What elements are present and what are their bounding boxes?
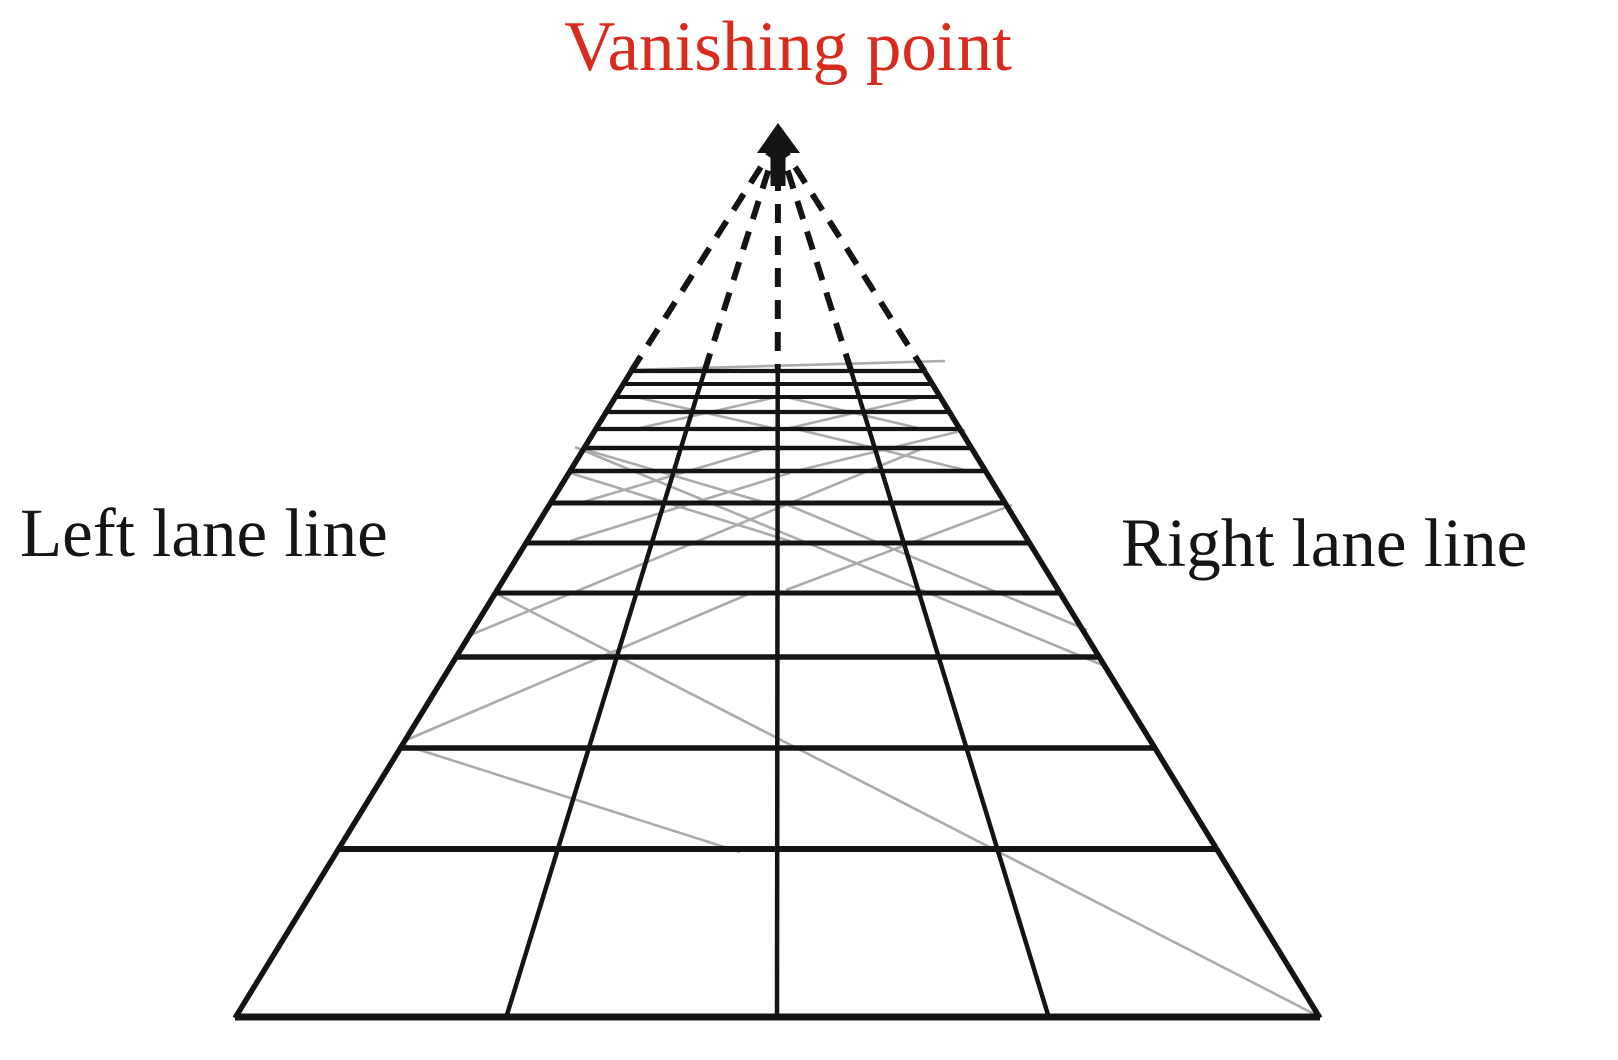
vanishing-point-arrow-icon bbox=[757, 123, 800, 153]
interior-lane-line bbox=[774, 370, 780, 1019]
construction-diagonal-line bbox=[787, 503, 1088, 632]
interior-lane-line bbox=[849, 370, 1052, 1019]
construction-diagonal-line bbox=[494, 591, 1321, 1019]
vanishing-ray-dashed-line bbox=[628, 138, 781, 373]
left-lane-line bbox=[232, 369, 634, 1020]
construction-diagonal-line bbox=[785, 503, 1013, 592]
construction-diagonal-line bbox=[569, 471, 791, 543]
vanishing-ray-dashed-line bbox=[701, 139, 781, 372]
construction-diagonal-line bbox=[403, 591, 752, 743]
interior-lane-line bbox=[503, 370, 707, 1019]
construction-diagonal-line bbox=[574, 445, 1106, 668]
vanishing-ray-dashed-line bbox=[775, 138, 927, 373]
construction-diagonal-line bbox=[629, 359, 946, 372]
vanishing-ray-dashed-line bbox=[775, 139, 855, 372]
right-lane-line bbox=[922, 369, 1323, 1020]
vanishing-point-label: Vanishing point bbox=[564, 8, 1012, 86]
right-lane-line-label: Right lane line bbox=[1121, 505, 1528, 581]
left-lane-line-label: Left lane line bbox=[20, 495, 388, 571]
